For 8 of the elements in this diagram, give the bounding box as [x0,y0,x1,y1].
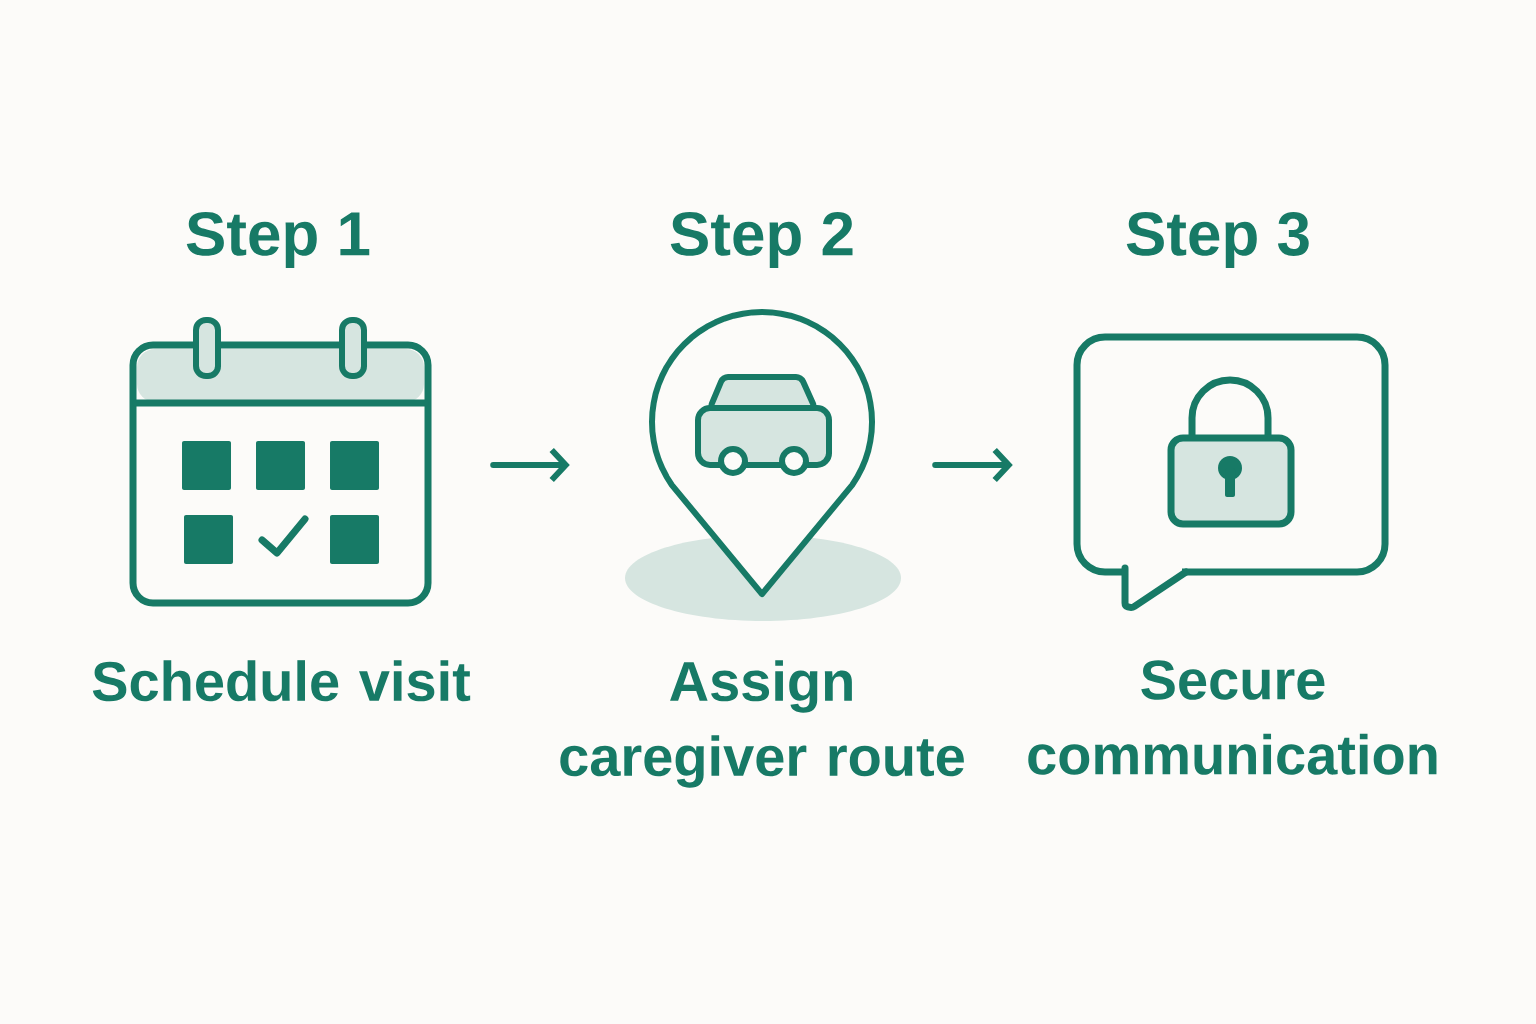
step-heading: Step 3 [1126,211,1309,269]
step-heading: Step 2 [670,211,853,269]
arrow [932,447,1013,483]
step-label: Assign caregiver route [560,660,964,788]
step-label: Schedule visit [92,660,471,702]
step-label: Secure communication [1028,660,1437,775]
arrow [490,447,570,483]
step-heading: Step 1 [186,211,370,269]
